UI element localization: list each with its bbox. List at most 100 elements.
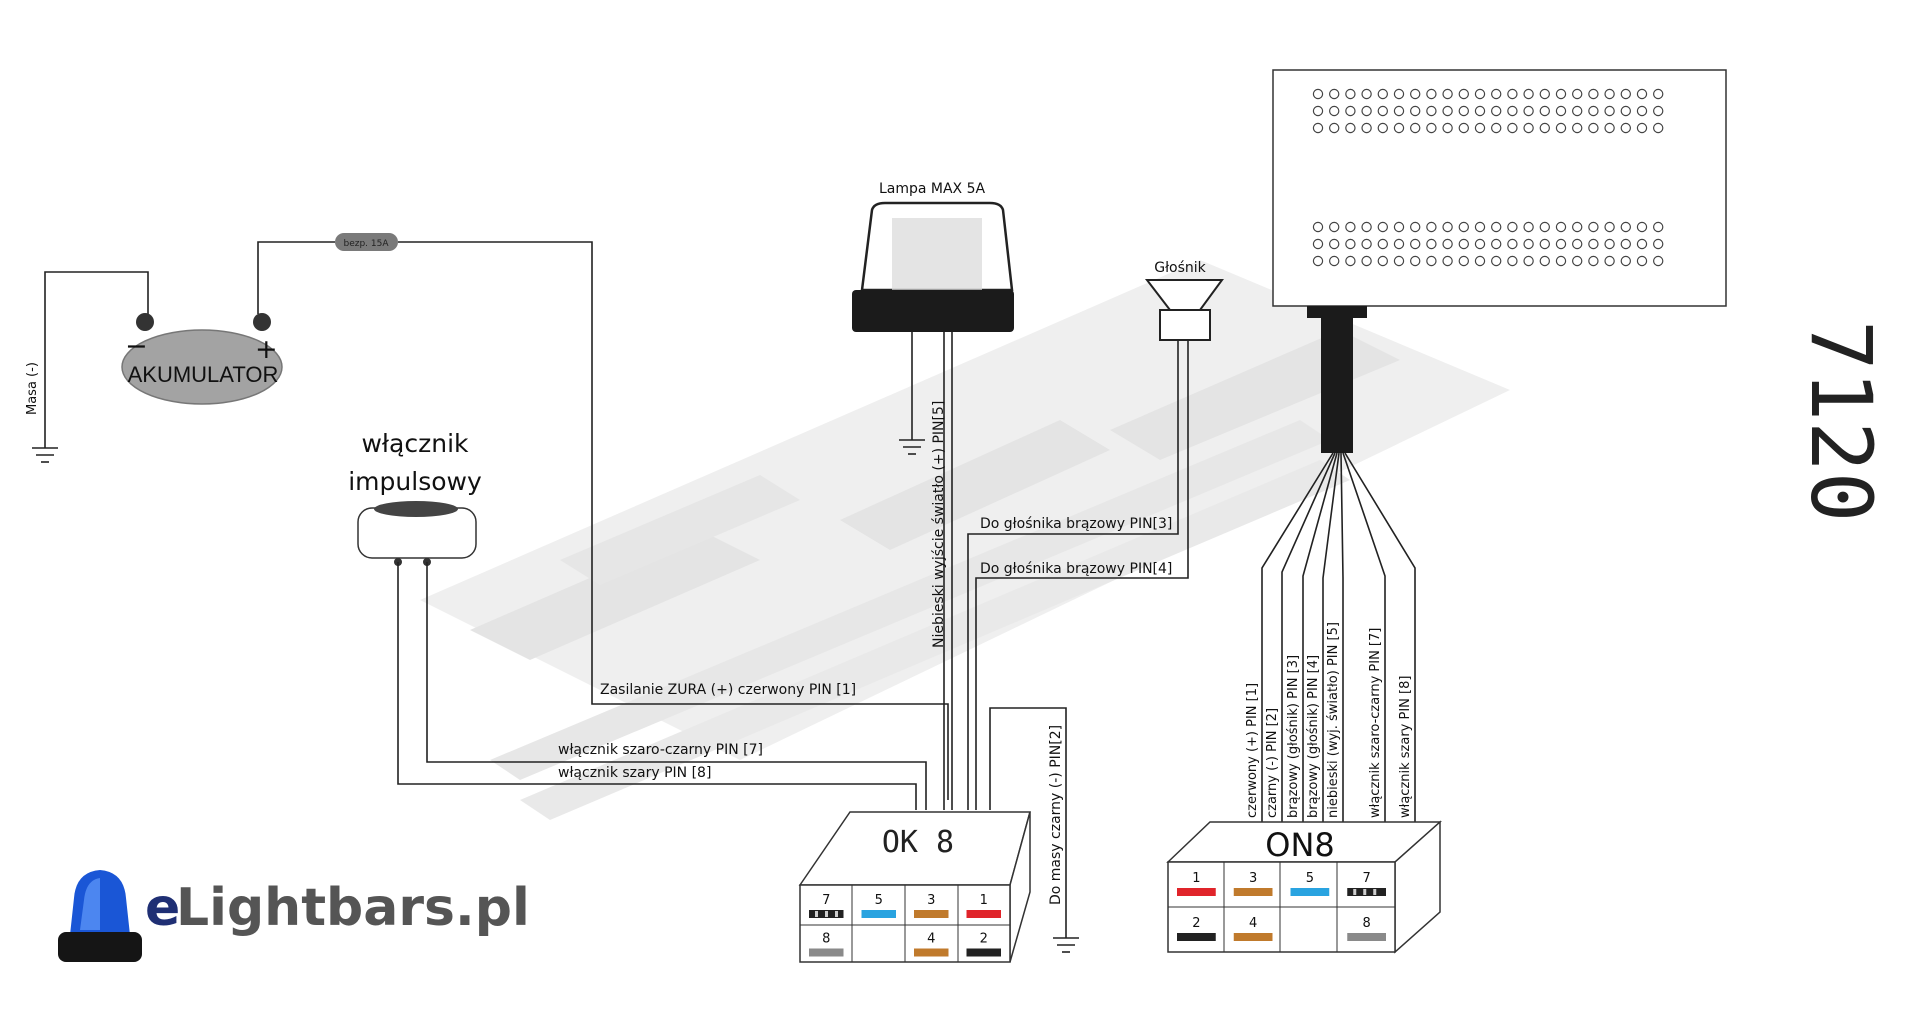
grill-hole — [1361, 122, 1372, 134]
wire-label-speaker-pin4: Do głośnika brązowy PIN[4] — [980, 561, 1172, 577]
on8-pin-number: 4 — [1249, 916, 1257, 931]
grill-hole — [1604, 238, 1615, 250]
grill-hole — [1458, 221, 1470, 233]
grill-hole — [1636, 105, 1648, 117]
grill-hole — [1426, 122, 1437, 134]
grill-hole — [1409, 255, 1421, 267]
grill-hole — [1409, 122, 1421, 134]
battery-label: AKUMULATOR — [128, 362, 279, 387]
grill-hole — [1490, 255, 1502, 267]
grill-hole — [1620, 255, 1632, 267]
on8-pin-number: 3 — [1249, 871, 1257, 886]
ok8-pin-color-swatch — [966, 910, 1001, 918]
grill-hole — [1523, 238, 1534, 250]
grill-hole — [1620, 88, 1632, 100]
grill-hole — [1377, 221, 1389, 233]
beacon-icon — [58, 870, 142, 962]
on8-pin-number: 2 — [1192, 916, 1200, 931]
grill-hole — [1442, 122, 1453, 134]
grill-hole — [1604, 105, 1615, 117]
grill-hole — [1474, 238, 1486, 250]
ok8-pin-color-swatch — [966, 948, 1001, 957]
grill-hole — [1442, 255, 1453, 267]
grill-hole — [1328, 105, 1340, 117]
grill-hole — [1328, 238, 1340, 250]
ground-label: Masa (-) — [25, 362, 40, 415]
grill-hole — [1604, 122, 1615, 134]
grill-hole — [1312, 255, 1324, 267]
fuse: bezp. 15A — [335, 233, 398, 251]
grill-hole — [1571, 122, 1583, 134]
ground-wire-left — [32, 271, 149, 463]
grill-hole — [1328, 88, 1340, 100]
grill-hole — [1409, 238, 1421, 250]
grill-hole — [1361, 105, 1372, 117]
on8-pin-number: 8 — [1362, 916, 1370, 931]
ok8-pin-number: 2 — [980, 932, 988, 947]
wire-label-switch-grey-black: włącznik szaro-czarny PIN [7] — [558, 742, 763, 758]
grill-hole — [1458, 88, 1470, 100]
ok8-connector: OK 8 — [798, 811, 1031, 963]
grill-hole — [1604, 255, 1615, 267]
switch-label-line1: włącznik — [361, 429, 469, 458]
battery-minus-sign: − — [125, 331, 148, 362]
wire-label-blue-light: Niebieski wyjście światło (+) PIN[5] — [931, 401, 947, 648]
on8-pin-stripe — [1373, 889, 1377, 895]
grill-hole — [1426, 255, 1437, 267]
on8-pin-color-swatch — [1177, 933, 1216, 941]
on8-wire-label: brązowy (głośnik) PIN [3] — [1286, 655, 1301, 818]
grill-hole — [1652, 88, 1664, 100]
grill-hole — [1523, 105, 1534, 117]
grill-hole — [1490, 221, 1502, 233]
grill-hole — [1588, 105, 1599, 117]
grill-hole — [1377, 122, 1389, 134]
speaker — [1144, 279, 1224, 341]
ok8-pin-color-swatch — [861, 910, 896, 918]
grill-hole — [1474, 88, 1486, 100]
grill-hole — [1636, 255, 1648, 267]
grill-hole — [1328, 221, 1340, 233]
grill-hole — [1652, 255, 1664, 267]
grill-hole — [1393, 122, 1405, 134]
grill-hole — [1507, 221, 1518, 233]
on8-connector: ON8 — [1166, 820, 1442, 954]
grill-hole — [1490, 238, 1502, 250]
grill-hole — [1555, 105, 1567, 117]
grill-hole — [1588, 88, 1599, 100]
grill-hole — [1393, 221, 1405, 233]
wire-label-speaker-pin3: Do głośnika brązowy PIN[3] — [980, 516, 1172, 532]
grill-hole — [1312, 238, 1324, 250]
grill-hole — [1328, 255, 1340, 267]
grill-hole — [1636, 122, 1648, 134]
grill-hole — [1426, 88, 1437, 100]
grill-hole — [1377, 105, 1389, 117]
grill-hole — [1377, 88, 1389, 100]
grill-hole — [1539, 255, 1551, 267]
grill-hole — [1620, 238, 1632, 250]
ok8-pin-color-swatch — [914, 948, 949, 957]
grill-hole — [1588, 255, 1599, 267]
grill-hole — [1361, 88, 1372, 100]
grill-hole — [1361, 238, 1372, 250]
grill-hole — [1507, 255, 1518, 267]
on8-pin-color-swatch — [1177, 888, 1216, 896]
brand-e: e — [145, 878, 180, 938]
wire-label-switch-grey: włącznik szary PIN [8] — [558, 765, 711, 781]
grill-hole — [1442, 238, 1453, 250]
grill-hole — [1523, 88, 1534, 100]
grill-hole — [1345, 255, 1356, 267]
grill-hole — [1555, 122, 1567, 134]
grill-hole — [1555, 255, 1567, 267]
grill-hole — [1458, 255, 1470, 267]
grill-hole — [1458, 122, 1470, 134]
grill-hole — [1507, 105, 1518, 117]
grill-hole — [1523, 221, 1534, 233]
power-wire — [257, 241, 949, 800]
grill-hole — [1507, 122, 1518, 134]
grill-hole — [1555, 221, 1567, 233]
grill-hole — [1539, 88, 1551, 100]
ok8-pin-number: 1 — [980, 893, 988, 908]
grill-hole — [1409, 221, 1421, 233]
grill-hole — [1442, 221, 1453, 233]
